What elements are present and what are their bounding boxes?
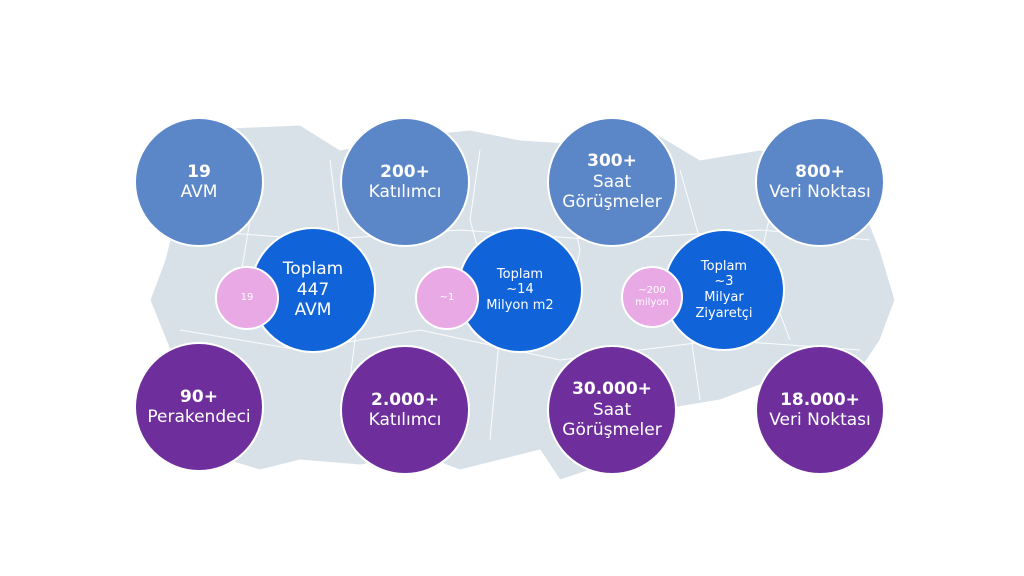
- stat-label-2: Görüşmeler: [562, 192, 662, 213]
- stat-value: 90+: [180, 386, 218, 407]
- sample-circle-area: ~1: [415, 266, 479, 330]
- sample-value: ~1: [439, 292, 455, 303]
- stat-label: Saat: [592, 399, 632, 420]
- total-line: Milyon m2: [486, 297, 554, 313]
- stat-circle-top-2: 200+Katılımcı: [340, 117, 470, 247]
- stat-value: 300+: [587, 151, 637, 172]
- sample-circle-avm: 19: [215, 266, 279, 330]
- stat-label: Katılımcı: [368, 182, 442, 202]
- total-line: ~3: [714, 274, 734, 290]
- total-line: Toplam: [700, 258, 748, 274]
- stat-circle-bottom-1: 90+Perakendeci: [134, 342, 264, 472]
- stat-label: AVM: [180, 182, 218, 202]
- stat-label: Katılımcı: [368, 410, 442, 430]
- stat-value: 2.000+: [370, 389, 440, 410]
- total-line: AVM: [294, 300, 332, 321]
- stat-label-2: Görüşmeler: [562, 420, 662, 441]
- total-line: Toplam: [282, 259, 344, 280]
- sample-value: 19: [240, 292, 254, 303]
- stat-value: 19: [187, 161, 211, 182]
- stat-label: Perakendeci: [147, 407, 251, 427]
- sample-value: ~200: [638, 285, 666, 296]
- stat-value: 30.000+: [572, 379, 652, 400]
- stat-value: 800+: [795, 161, 845, 182]
- stat-label: Saat: [592, 171, 632, 192]
- stat-circle-bottom-4: 18.000+Veri Noktası: [755, 345, 885, 475]
- stat-label: Veri Noktası: [769, 410, 871, 430]
- stat-value: 18.000+: [780, 389, 860, 410]
- sample-unit: milyon: [635, 297, 669, 308]
- stat-value: 200+: [380, 161, 430, 182]
- total-line: Milyar: [704, 290, 744, 305]
- stat-circle-bottom-2: 2.000+Katılımcı: [340, 345, 470, 475]
- total-line: 447: [296, 279, 330, 300]
- stat-circle-top-4: 800+Veri Noktası: [755, 117, 885, 247]
- total-line: Ziyaretçi: [695, 305, 753, 321]
- total-line: ~14: [506, 282, 534, 298]
- total-line: Toplam: [496, 266, 544, 282]
- stat-label: Veri Noktası: [769, 182, 871, 202]
